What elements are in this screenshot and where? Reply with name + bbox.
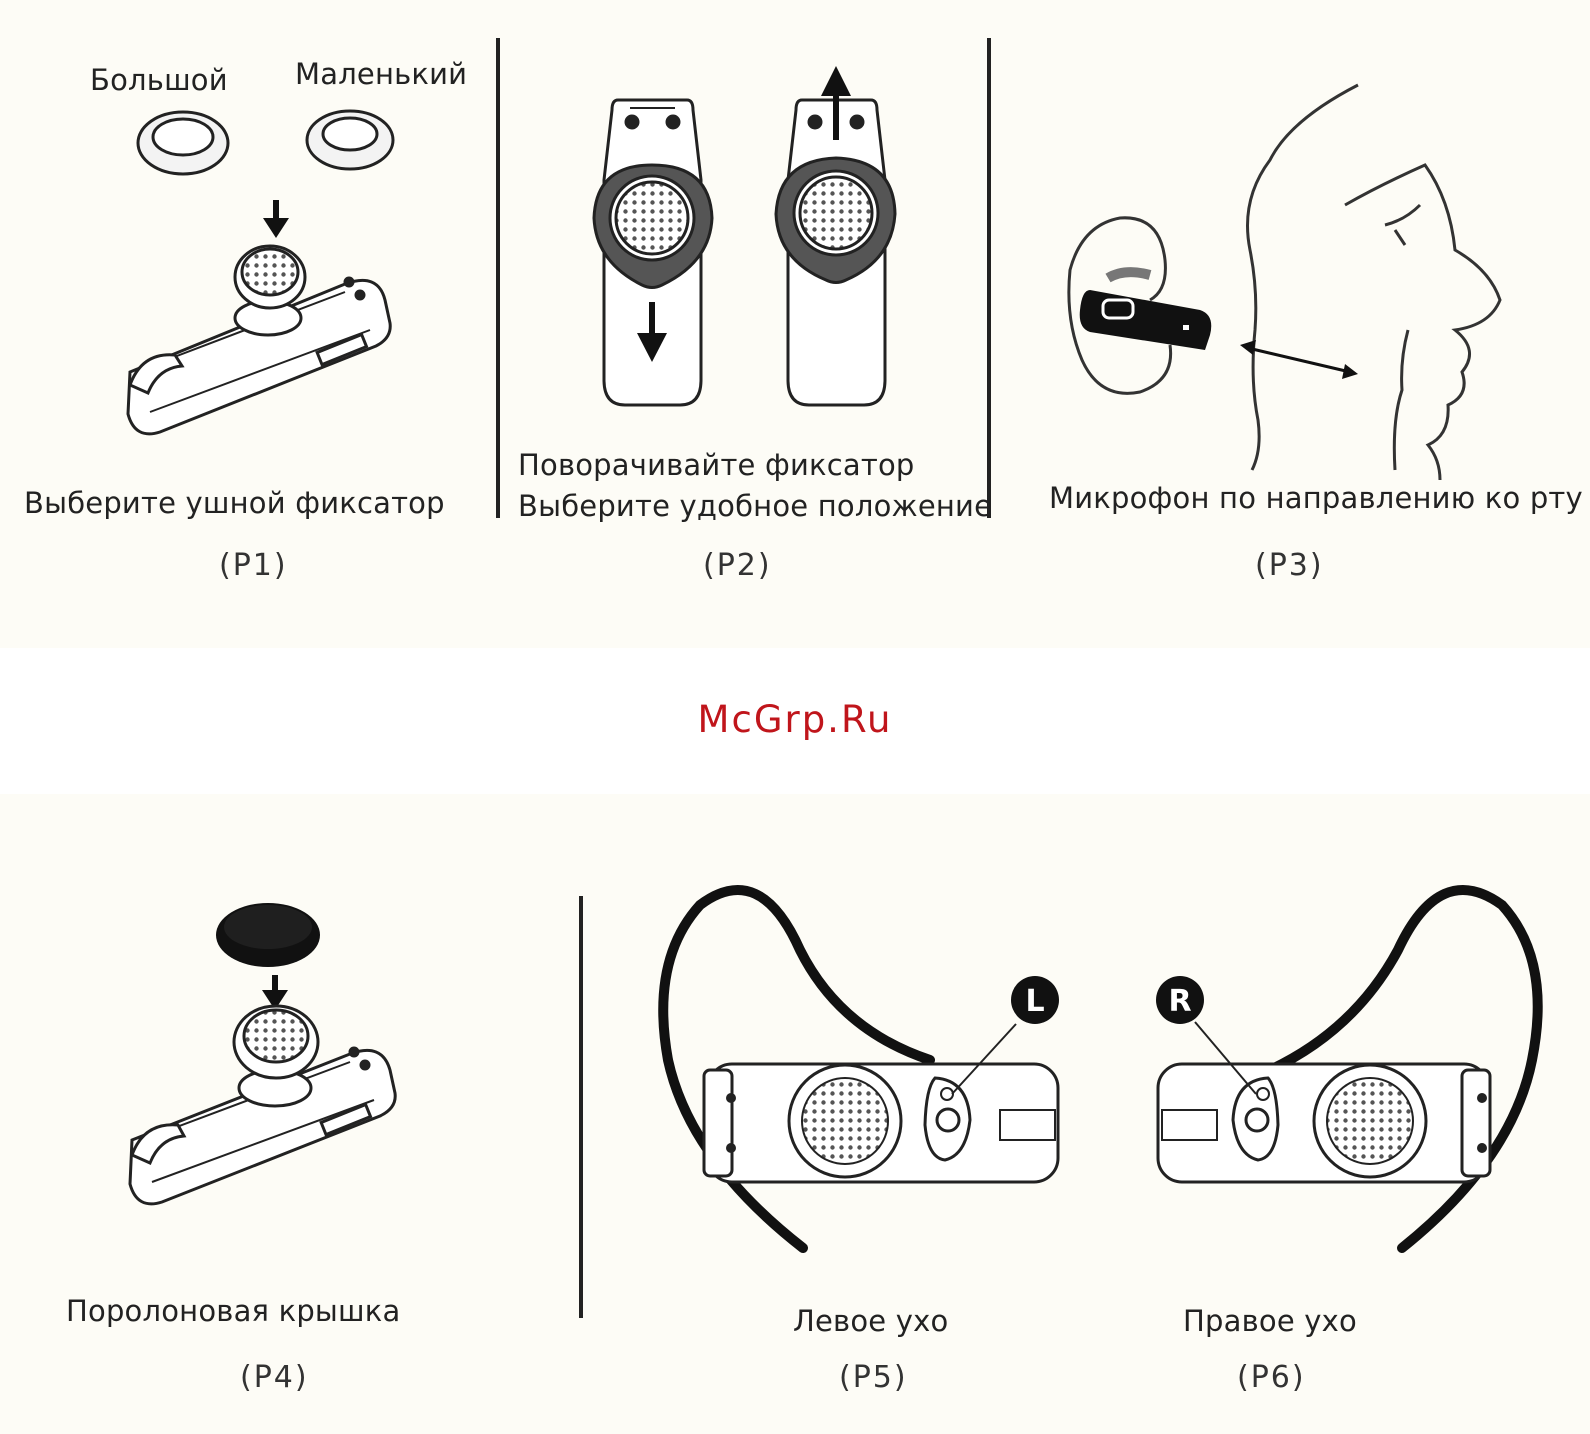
- panel-number-p3: (P3): [1255, 548, 1324, 583]
- caption-p3: Микрофон по направлению ко рту: [1049, 481, 1583, 515]
- caption-p4: Поролоновая крышка: [66, 1294, 400, 1328]
- caption-p1: Выберите ушной фиксатор: [24, 486, 445, 520]
- caption-p5: Левое ухо: [793, 1304, 948, 1338]
- panel-number-p5: (P5): [839, 1360, 908, 1395]
- face-profile-icon: [1248, 85, 1501, 480]
- caption-p2-line1: Поворачивайте фиксатор: [518, 448, 915, 482]
- caption-p6: Правое ухо: [1183, 1304, 1357, 1338]
- label-large-size: Большой: [90, 63, 228, 97]
- foam-cover-icon: [216, 903, 320, 967]
- headset-rotate-down-icon: [594, 100, 712, 405]
- panel-number-p1: (P1): [219, 548, 288, 583]
- right-badge-letter: R: [1168, 984, 1191, 1019]
- mouth-distance-arrow-icon: [1240, 340, 1358, 379]
- small-ear-gel-icon: [307, 111, 393, 169]
- panel-number-p2: (P2): [703, 548, 772, 583]
- headset-icon: [128, 246, 390, 434]
- panel-number-p6: (P6): [1237, 1360, 1306, 1395]
- right-ear-headset-icon: [1156, 890, 1538, 1248]
- left-ear-headset-icon: [663, 890, 1059, 1248]
- worn-headset-icon: [1080, 290, 1212, 350]
- label-small-size: Маленький: [295, 57, 467, 91]
- large-ear-gel-icon: [138, 112, 228, 174]
- headset-rotate-up-icon: [776, 66, 895, 405]
- headset-icon: [130, 1006, 395, 1204]
- panel-number-p4: (P4): [240, 1360, 309, 1395]
- down-arrow-icon: [263, 200, 289, 238]
- watermark: McGrp.Ru: [0, 698, 1590, 741]
- left-badge-letter: L: [1025, 984, 1044, 1019]
- caption-p2-line2: Выберите удобное положение: [518, 489, 992, 523]
